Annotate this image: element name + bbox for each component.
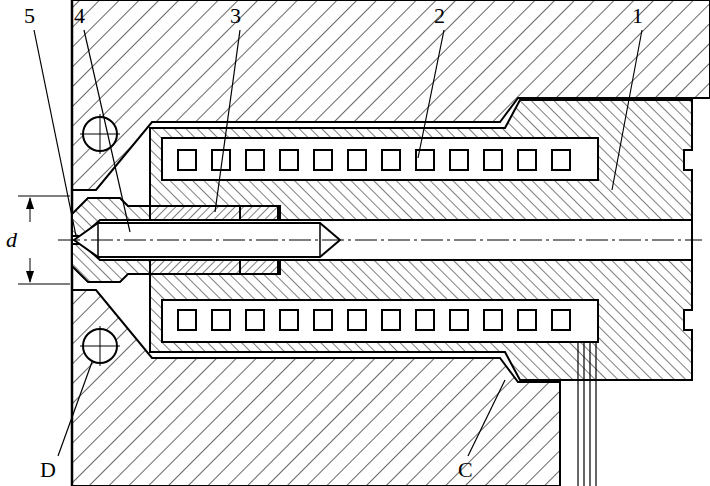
dimension-label: d — [6, 228, 17, 252]
thread — [240, 206, 278, 220]
heater-wire — [578, 342, 596, 486]
centre-line — [58, 240, 702, 241]
hole-centre — [100, 326, 101, 366]
callout-number: C — [458, 458, 473, 482]
callout-number: 3 — [230, 4, 241, 28]
arrowhead — [26, 271, 34, 283]
leader-line — [34, 30, 642, 456]
arrowhead — [26, 197, 34, 209]
insert-sleeve — [150, 260, 280, 274]
heater-cavity — [162, 300, 598, 342]
callout-number: D — [40, 458, 56, 482]
insert-sleeve — [150, 260, 280, 274]
callout-number: 1 — [632, 4, 643, 28]
callout-number: 2 — [434, 4, 445, 28]
callout-number: 5 — [24, 4, 35, 28]
hole-centre — [100, 114, 101, 154]
extension-line — [18, 196, 70, 197]
mold-plate — [72, 290, 560, 486]
callout-number: 4 — [74, 4, 85, 28]
thread — [240, 260, 278, 274]
heater-cavity — [162, 138, 598, 180]
extension-line — [18, 284, 70, 285]
torpedo-edge — [319, 223, 321, 257]
